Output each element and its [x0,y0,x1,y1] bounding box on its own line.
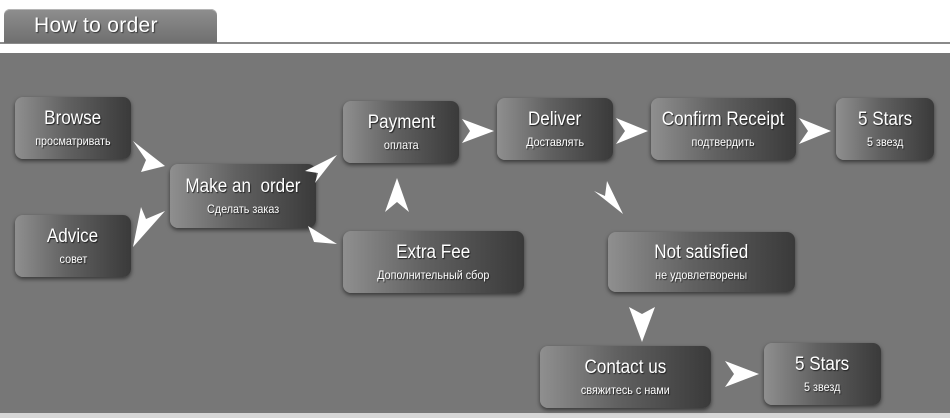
arrow-advice-to-order [133,207,165,247]
arrow-order-to-extra-fee [308,226,337,244]
node-advice-title: Advice [47,225,99,247]
arrow-not-satisfied-to-contact [629,307,655,342]
header-divider [0,42,950,44]
node-5-stars-bottom-subtitle: 5 звезд [804,379,841,394]
node-not-satisfied: Not satisfied не удовлетворены [608,232,795,292]
node-5-stars-top: 5 Stars 5 звезд [836,98,934,160]
node-advice-subtitle: совет [59,251,87,266]
arrow-confirm-to-stars [799,118,831,144]
arrow-contact-to-stars [725,361,759,387]
node-contact-us: Contact us свяжитесь с нами [540,346,711,408]
arrow-browse-to-order [133,141,165,172]
node-deliver: Deliver Доставлять [497,98,613,160]
node-not-satisfied-subtitle: не удовлетворены [655,267,748,282]
node-make-order: Make an order Сделать заказ [170,164,316,228]
node-deliver-title: Deliver [528,108,582,130]
node-extra-fee-subtitle: Дополнительный сбор [377,267,490,282]
node-confirm-receipt: Confirm Receipt подтвердить [651,98,796,160]
node-payment: Payment оплата [343,101,459,163]
node-payment-title: Payment [367,111,435,133]
section-title: How to order [34,14,158,37]
node-payment-subtitle: оплата [383,137,419,152]
node-browse: Browse просматривать [15,97,131,159]
node-make-order-title: Make an order [185,175,301,197]
node-confirm-receipt-subtitle: подтвердить [691,134,756,149]
arrow-deliver-to-not-satisfied [594,181,623,214]
node-contact-us-subtitle: свяжитесь с нами [581,382,670,397]
arrow-deliver-to-confirm [616,118,648,144]
node-browse-title: Browse [44,107,102,129]
arrow-extra-fee-to-payment [385,178,409,212]
node-advice: Advice совет [15,215,131,277]
node-5-stars-bottom-title: 5 Stars [795,353,850,375]
node-5-stars-top-subtitle: 5 звезд [866,134,904,149]
arrow-order-to-payment [305,155,337,183]
node-extra-fee-title: Extra Fee [396,241,471,263]
node-confirm-receipt-title: Confirm Receipt [662,108,785,130]
node-5-stars-bottom: 5 Stars 5 звезд [764,343,881,405]
node-deliver-subtitle: Доставлять [526,134,584,149]
section-title-tab: How to order [4,9,217,43]
node-contact-us-title: Contact us [584,356,667,378]
bottom-divider [0,413,950,418]
arrow-payment-to-deliver [462,119,494,143]
node-make-order-subtitle: Сделать заказ [206,201,280,216]
node-5-stars-top-title: 5 Stars [857,108,913,130]
node-extra-fee: Extra Fee Дополнительный сбор [343,231,524,293]
node-browse-subtitle: просматривать [35,133,111,148]
node-not-satisfied-title: Not satisfied [654,241,749,263]
